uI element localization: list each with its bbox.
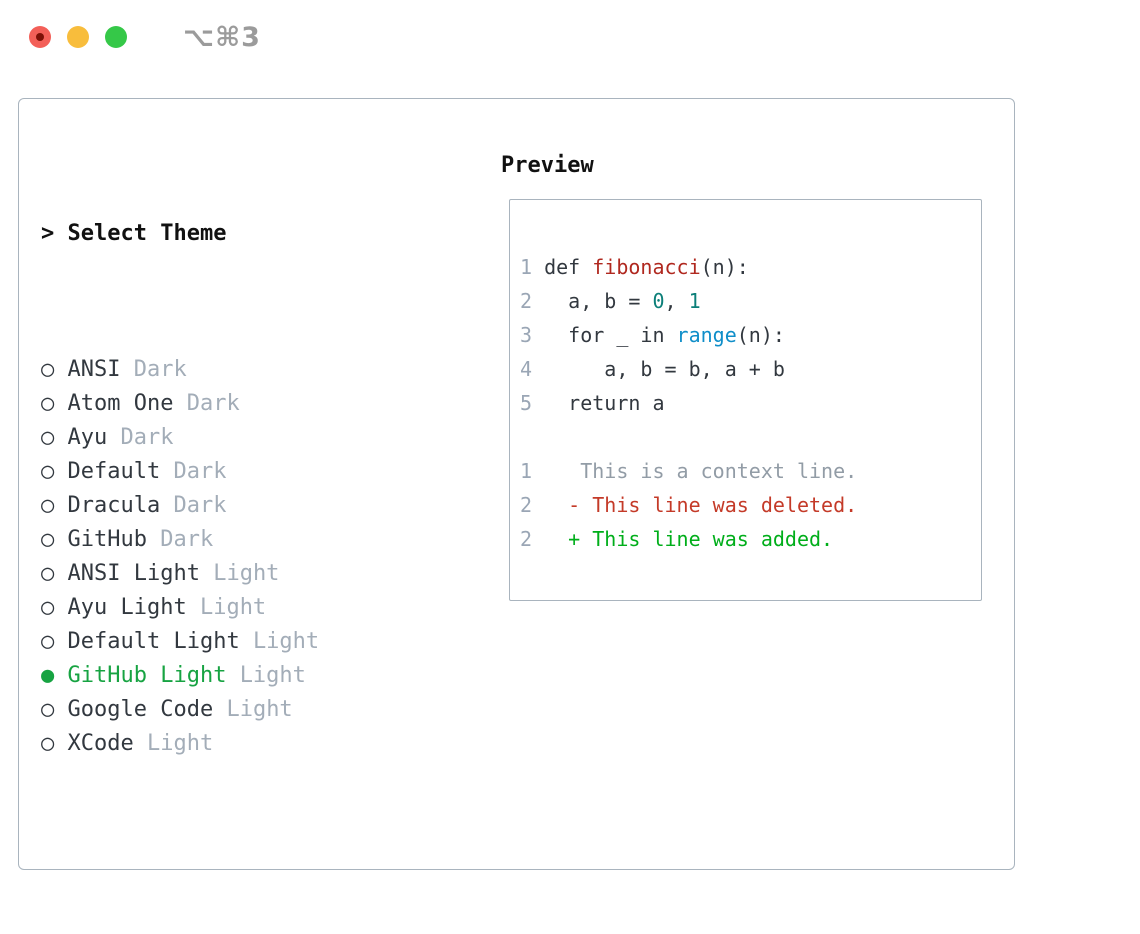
radio-icon: ○ xyxy=(41,697,68,722)
theme-option-ayu[interactable]: ○ Ayu Dark xyxy=(41,421,481,455)
theme-name: ANSI Light xyxy=(67,561,214,586)
theme-variant-label: Light xyxy=(213,561,280,586)
radio-icon: ○ xyxy=(41,561,68,586)
select-theme-title: Select Theme xyxy=(67,221,227,246)
theme-name: GitHub Light xyxy=(67,663,240,688)
theme-option-dracula[interactable]: ○ Dracula Dark xyxy=(41,489,481,523)
radio-icon: ○ xyxy=(41,527,68,552)
code-line: 5 return a xyxy=(520,386,981,420)
token-code: a, b = b, a + b xyxy=(532,357,785,381)
theme-name: GitHub xyxy=(67,527,161,552)
radio-icon: ○ xyxy=(41,459,68,484)
token-code: for _ in xyxy=(532,323,677,347)
radio-icon: ○ xyxy=(41,731,68,756)
token-code: def xyxy=(532,255,593,279)
selected-radio-icon: ● xyxy=(41,663,68,688)
token-code: return a xyxy=(532,391,665,415)
close-button[interactable] xyxy=(29,26,51,48)
token-num: 0 xyxy=(652,289,665,313)
theme-variant-label: Dark xyxy=(173,493,227,518)
radio-icon: ○ xyxy=(41,629,68,654)
line-number: 2 xyxy=(520,289,533,313)
token-builtin: range xyxy=(676,323,737,347)
line-number: 2 xyxy=(520,527,533,551)
theme-name: XCode xyxy=(67,731,147,756)
theme-option-github[interactable]: ○ GitHub Dark xyxy=(41,523,481,557)
theme-name: Default xyxy=(67,459,174,484)
line-number: 3 xyxy=(520,323,533,347)
select-theme-header: > Select Theme xyxy=(41,217,481,251)
theme-name: Atom One xyxy=(67,391,187,416)
line-number: 2 xyxy=(520,493,533,517)
theme-option-ansi-light[interactable]: ○ ANSI Light Light xyxy=(41,557,481,591)
code-line: 2 - This line was deleted. xyxy=(520,488,981,522)
theme-variant-label: Dark xyxy=(160,527,214,552)
theme-option-atom-one[interactable]: ○ Atom One Dark xyxy=(41,387,481,421)
token-code: , xyxy=(664,289,689,313)
token-del: - This line was deleted. xyxy=(532,493,858,517)
spacer-row xyxy=(41,863,481,897)
token-code: (n): xyxy=(736,323,785,347)
theme-variant-label: Light xyxy=(239,663,306,688)
token-func: fibonacci xyxy=(592,255,701,279)
radio-icon: ○ xyxy=(41,357,68,382)
theme-name: Default Light xyxy=(67,629,253,654)
theme-variant-label: Dark xyxy=(173,459,227,484)
theme-variant-label: Light xyxy=(252,629,320,654)
theme-variant-label: Dark xyxy=(186,391,240,416)
token-ctx: This is a context line. xyxy=(532,459,858,483)
radio-icon: ○ xyxy=(41,493,68,518)
code-line: 4 a, b = b, a + b xyxy=(520,352,981,386)
theme-variant-label: Light xyxy=(146,731,214,756)
line-number: 4 xyxy=(520,357,533,381)
theme-name: ANSI xyxy=(67,357,134,382)
code-line: 3 for _ in range(n): xyxy=(520,318,981,352)
theme-option-github-light[interactable]: ● GitHub Light Light xyxy=(41,659,481,693)
theme-picker-panel: > Select Theme ○ ANSI Dark○ Atom One Dar… xyxy=(18,98,1015,870)
code-line xyxy=(520,420,981,454)
code-line: 1 def fibonacci(n): xyxy=(520,250,981,284)
theme-option-ayu-light[interactable]: ○ Ayu Light Light xyxy=(41,591,481,625)
theme-list: ○ ANSI Dark○ Atom One Dark○ Ayu Dark○ De… xyxy=(41,353,481,761)
line-number: 5 xyxy=(520,391,533,415)
code-line: 1 This is a context line. xyxy=(520,454,981,488)
radio-icon: ○ xyxy=(41,391,68,416)
radio-icon: ○ xyxy=(41,595,68,620)
theme-variant-label: Light xyxy=(199,595,267,620)
token-code: a, b = xyxy=(532,289,653,313)
preview-title: Preview xyxy=(501,153,594,178)
theme-name: Ayu Light xyxy=(67,595,200,620)
token-num: 1 xyxy=(688,289,701,313)
theme-name: Dracula xyxy=(67,493,174,518)
theme-option-default-light[interactable]: ○ Default Light Light xyxy=(41,625,481,659)
token-code: (n): xyxy=(700,255,749,279)
radio-icon: ○ xyxy=(41,425,68,450)
line-number: 1 xyxy=(520,255,533,279)
code-line: 2 a, b = 0, 1 xyxy=(520,284,981,318)
theme-option-default[interactable]: ○ Default Dark xyxy=(41,455,481,489)
theme-option-google-code[interactable]: ○ Google Code Light xyxy=(41,693,481,727)
theme-name: Google Code xyxy=(67,697,227,722)
theme-option-xcode[interactable]: ○ XCode Light xyxy=(41,727,481,761)
unsaved-dot-icon xyxy=(36,33,44,41)
theme-name: Ayu xyxy=(67,425,121,450)
theme-variant-label: Dark xyxy=(120,425,174,450)
title-bar: ⌥⌘3 xyxy=(0,0,1140,74)
theme-list-column: > Select Theme ○ ANSI Dark○ Atom One Dar… xyxy=(41,149,481,934)
focus-caret-icon: > xyxy=(41,221,68,246)
token-add: + This line was added. xyxy=(532,527,834,551)
code-line: 2 + This line was added. xyxy=(520,522,981,556)
line-number: 1 xyxy=(520,459,533,483)
theme-variant-label: Dark xyxy=(133,357,187,382)
theme-variant-label: Light xyxy=(226,697,293,722)
window-title: ⌥⌘3 xyxy=(183,21,261,53)
minimize-button[interactable] xyxy=(67,26,89,48)
theme-option-ansi[interactable]: ○ ANSI Dark xyxy=(41,353,481,387)
zoom-button[interactable] xyxy=(105,26,127,48)
